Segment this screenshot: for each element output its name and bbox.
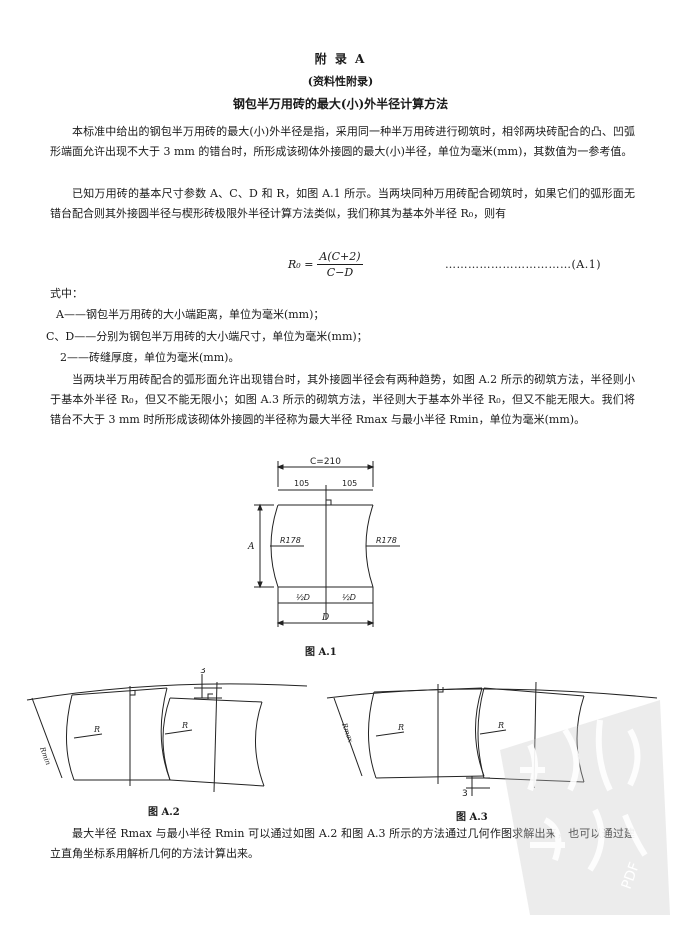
formula-a1: R₀ = A(C+2) C−D [288, 250, 363, 279]
watermark-seal-icon: PDF [500, 700, 670, 915]
dim-half-right: 105 [342, 479, 357, 488]
where-title: 式中： [50, 287, 83, 300]
appendix-title: 钢包半万用砖的最大(小)外半径计算方法 [232, 97, 449, 111]
caption-a3: 图 A.3 [456, 812, 488, 823]
dim-half-d-left: ½D [296, 593, 310, 602]
definition-joint: 2——砖缝厚度，单位为毫米(mm)。 [60, 351, 240, 364]
formula-denominator: C−D [326, 266, 354, 279]
radius-right: R178 [376, 536, 397, 545]
paragraph-3: 当两块半万用砖配合的弧形面允许出现错台时，其外接圆半径会有两种趋势，如图 A.2… [50, 373, 635, 426]
caption-a1: 图 A.1 [305, 647, 337, 658]
a2-r1: R [93, 725, 100, 734]
formula-numerator: A(C+2) [317, 250, 363, 265]
a3-r1: R [397, 723, 404, 732]
definition-a: A——钢包半万用砖的大小端距离，单位为毫米(mm)； [56, 308, 325, 321]
formula-lhs: R₀ = [288, 258, 314, 271]
radius-left: R178 [280, 536, 301, 545]
a3-step: 3 [462, 789, 468, 799]
figure-a3: 3 R R Rmax [326, 681, 658, 799]
dim-c: C=210 [310, 457, 341, 467]
a2-r2: R [181, 721, 188, 730]
formula-fraction: A(C+2) C−D [317, 250, 363, 279]
caption-a2: 图 A.2 [148, 807, 180, 818]
dim-a: A [247, 542, 255, 552]
figure-a1: C=210 105 105 A R178 R178 ½D ½D D [247, 457, 400, 627]
a3-r2: R [497, 721, 504, 730]
paragraph-2: 已知万用砖的基本尺寸参数 A、C、D 和 R，如图 A.1 所示。当两块同种万用… [50, 187, 635, 220]
paragraph-1: 本标准中给出的钢包半万用砖的最大(小)外半径是指，采用同一种半万用砖进行砌筑时，… [50, 125, 635, 158]
figure-a2: 3 R R Rmin [26, 668, 308, 793]
a3-radius: Rmax [340, 721, 355, 744]
appendix-type: (资料性附录) [307, 75, 374, 88]
dim-half-left: 105 [294, 479, 309, 488]
formula-number: ……………………………(A.1) [445, 258, 602, 271]
appendix-heading: 附 录 A [314, 52, 367, 66]
a2-step: 3 [200, 668, 206, 676]
paragraph-4: 最大半径 Rmax 与最小半径 Rmin 可以通过如图 A.2 和图 A.3 所… [50, 827, 635, 860]
dim-d: D [321, 613, 329, 623]
dim-half-d-right: ½D [342, 593, 356, 602]
definition-c-d: C、D——分别为钢包半万用砖的大小端尺寸，单位为毫米(mm)； [46, 330, 368, 343]
a2-radius: Rmin [38, 745, 52, 767]
